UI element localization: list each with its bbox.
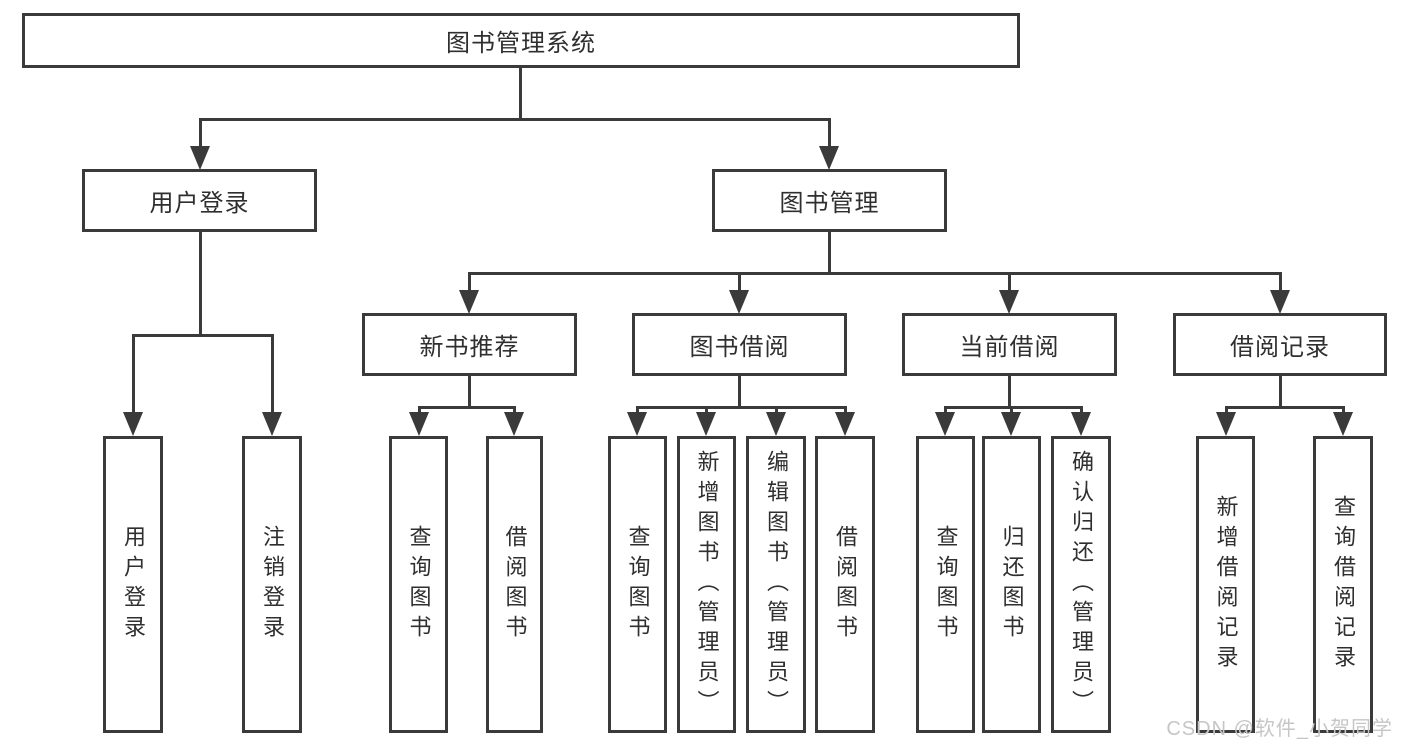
- connector-line: [131, 333, 274, 337]
- node-user-login: 用户登录: [82, 169, 317, 232]
- node-add-books-admin: 新增图书（管理员）: [677, 436, 736, 733]
- connector-line: [1278, 273, 1282, 296]
- connector-line: [467, 374, 471, 409]
- node-query-books-2: 查询图书: [608, 436, 667, 733]
- connector-line: [827, 231, 831, 275]
- node-query-borrow-record: 查询借阅记录: [1313, 436, 1373, 733]
- connector-line: [467, 271, 1282, 275]
- arrowhead-down-icon: [262, 412, 282, 436]
- connector-line: [417, 405, 516, 409]
- arrowhead-down-icon: [459, 290, 479, 314]
- connector-line: [1007, 273, 1011, 296]
- arrowhead-down-icon: [1216, 412, 1236, 436]
- connector-line: [1224, 405, 1345, 409]
- connector-line: [737, 374, 741, 409]
- connector-line: [1007, 374, 1011, 409]
- arrowhead-down-icon: [935, 412, 955, 436]
- connector-line: [827, 119, 831, 150]
- csdn-watermark: CSDN @软件_小贺同学: [1166, 718, 1393, 740]
- arrowhead-down-icon: [1001, 412, 1021, 436]
- node-logout: 注销登录: [242, 436, 302, 733]
- node-book-borrowing: 图书借阅: [632, 313, 847, 376]
- connector-line: [198, 117, 831, 121]
- node-borrow-books-2: 借阅图书: [815, 436, 875, 733]
- node-user-login-leaf: 用户登录: [103, 436, 163, 733]
- connector-line: [198, 231, 202, 337]
- node-book-management: 图书管理: [712, 169, 947, 232]
- arrowhead-down-icon: [1071, 412, 1091, 436]
- connector-line: [635, 405, 847, 409]
- connector-line: [198, 119, 202, 150]
- arrowhead-down-icon: [1270, 290, 1290, 314]
- arrowhead-down-icon: [999, 290, 1019, 314]
- node-return-books: 归还图书: [982, 436, 1041, 733]
- node-library-management-system: 图书管理系统: [22, 13, 1020, 68]
- connector-line: [943, 405, 1083, 409]
- arrowhead-down-icon: [835, 412, 855, 436]
- node-query-books-3: 查询图书: [916, 436, 975, 733]
- arrowhead-down-icon: [1333, 412, 1353, 436]
- arrowhead-down-icon: [123, 412, 143, 436]
- arrowhead-down-icon: [190, 146, 210, 170]
- arrowhead-down-icon: [766, 412, 786, 436]
- node-query-books-1: 查询图书: [389, 436, 448, 733]
- arrowhead-down-icon: [504, 412, 524, 436]
- node-new-book-recommend: 新书推荐: [362, 313, 577, 376]
- arrowhead-down-icon: [819, 146, 839, 170]
- connector-line: [737, 273, 741, 296]
- node-confirm-return-admin: 确认归还（管理员）: [1051, 436, 1111, 733]
- node-edit-books-admin: 编辑图书（管理员）: [746, 436, 806, 733]
- connector-line: [467, 273, 471, 296]
- connector-line: [270, 335, 274, 418]
- connector-line: [1278, 374, 1282, 409]
- node-borrow-books-1: 借阅图书: [486, 436, 543, 733]
- arrowhead-down-icon: [696, 412, 716, 436]
- node-add-borrow-record: 新增借阅记录: [1196, 436, 1255, 733]
- arrowhead-down-icon: [729, 290, 749, 314]
- node-borrowing-records: 借阅记录: [1173, 313, 1387, 376]
- connector-line: [131, 335, 135, 418]
- arrowhead-down-icon: [409, 412, 429, 436]
- arrowhead-down-icon: [627, 412, 647, 436]
- node-current-borrowing: 当前借阅: [902, 313, 1117, 376]
- connector-line: [518, 67, 522, 121]
